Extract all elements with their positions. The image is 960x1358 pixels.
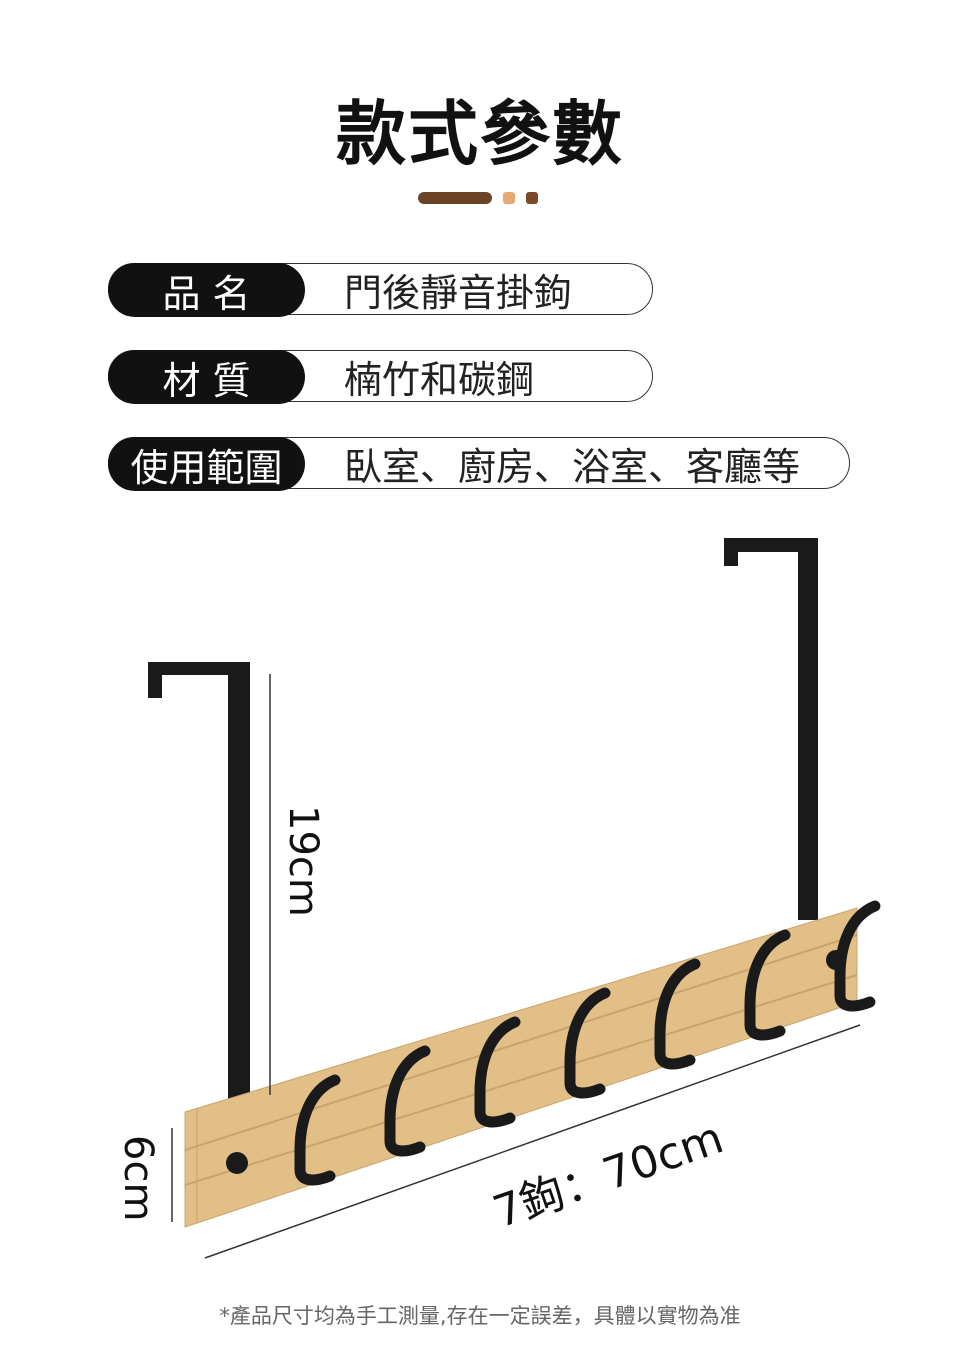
coat-hook (294, 1074, 341, 1186)
decor-dot (503, 192, 515, 204)
decor-dot (526, 192, 538, 204)
spec-label: 使用範圍 (108, 437, 305, 491)
right-hanger (724, 538, 818, 920)
spec-label: 材 質 (108, 350, 305, 404)
footnote: *產品尺寸均為手工測量,存在一定誤差，具體以實物為准 (219, 1304, 741, 1328)
left-hanger (148, 662, 250, 1110)
coat-hook (654, 958, 701, 1070)
decor-bar (418, 192, 492, 204)
spec-row-usage: 使用範圍 臥室、廚房、浴室、客廳等 (108, 437, 850, 491)
board-height-label: 6cm (115, 1135, 161, 1221)
coat-hook (474, 1016, 521, 1128)
coat-hook (744, 929, 791, 1041)
coat-hook (384, 1045, 431, 1157)
spec-value: 臥室、廚房、浴室、客廳等 (344, 444, 801, 489)
coat-hook (564, 987, 611, 1099)
spec-row-name: 品 名 門後靜音掛鉤 (108, 263, 653, 317)
screw-cap (226, 1152, 248, 1174)
coat-hook (834, 900, 881, 1012)
length-label: 7鉤：70cm (487, 1112, 730, 1238)
page-title: 款式參數 (336, 93, 624, 175)
height-label: 19cm (280, 805, 326, 917)
spec-value: 楠竹和碳鋼 (344, 357, 535, 402)
spec-label: 品 名 (108, 263, 305, 317)
spec-row-material: 材 質 楠竹和碳鋼 (108, 350, 653, 404)
spec-value: 門後靜音掛鉤 (344, 270, 573, 315)
